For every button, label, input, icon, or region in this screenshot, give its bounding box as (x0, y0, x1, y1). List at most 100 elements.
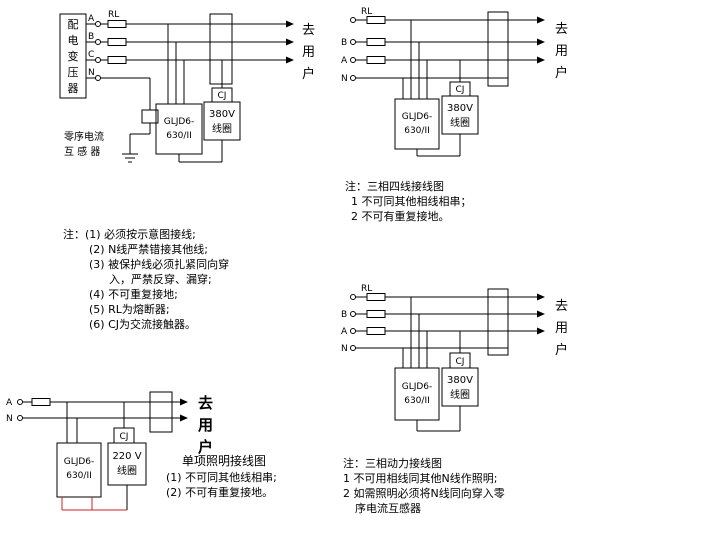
transformer-box: 配 电 变 压 器 (59, 13, 87, 99)
note-line: 2 如需照明必须将N线同向穿入零 (343, 487, 505, 500)
rl-fuse-label: RL (361, 284, 372, 294)
note-line: (1) 必须按示意图接线; (85, 228, 196, 241)
diagram-single-phase-lighting: A N 去 用 户 GLJD6- 630/II CJ 220 V 线圈 (6, 391, 213, 511)
phase-label: B (341, 310, 347, 320)
zero-sequence-ct (487, 11, 509, 87)
terminal-circles (350, 17, 356, 81)
note-line: 1 不可用相线同其他N线作照明; (343, 472, 498, 485)
phase-wires (353, 19, 537, 79)
bottom-red-wires (61, 497, 127, 511)
notes-general: 注： (1) 必须按示意图接线; (2) N线严禁错接其他线; (3) 被保护线… (63, 227, 229, 332)
coil-voltage-label: 380V (447, 375, 473, 386)
device-label: 630/II (66, 471, 92, 481)
device-label: GLJD6- (64, 457, 95, 467)
device-drop-wires (402, 20, 428, 99)
note-line: (2) 不可有重复接地。 (166, 486, 274, 499)
to-user-label-char: 去 (302, 23, 315, 38)
cj-contactor-box: CJ (113, 427, 135, 444)
device-label: 630/II (166, 131, 192, 141)
diagram-transformer-three-phase: 配 电 变 压 器 A B C N RL 去 用 户 GLJD6- 630/II (59, 10, 315, 163)
transformer-label-char: 变 (68, 49, 79, 63)
to-user-label-char: 户 (555, 65, 568, 81)
coil-voltage-label: 380V (447, 103, 473, 114)
note-line: 序电流互感器 (355, 502, 421, 515)
gljd6-box: GLJD6- 630/II (394, 98, 440, 150)
terminal-circles (17, 399, 23, 421)
coil-voltage-label: 220 V (112, 451, 141, 462)
zero-sequence-ct (209, 13, 233, 85)
transformer-label-char: 配 (68, 18, 79, 31)
coil-box: 380V 线圈 (441, 95, 479, 135)
note-line: (1) 不可同其他线相串; (166, 471, 277, 484)
to-user-label-char: 去 (198, 394, 213, 412)
bottom-join-wires (416, 406, 461, 432)
fuse (31, 398, 51, 406)
neutral-label: N (341, 74, 348, 84)
to-user-label-char: 用 (198, 416, 213, 434)
cj-label: CJ (456, 357, 465, 367)
to-user-label-char: 户 (198, 438, 213, 456)
note-line: (3) 被保护线必须扎紧同向穿 (89, 258, 230, 271)
neutral-label: N (341, 344, 348, 354)
cj-label: CJ (120, 432, 129, 442)
note-line: 2 不可有重复接地。 (351, 210, 450, 223)
fuses (366, 16, 386, 64)
neutral-label: N (88, 68, 95, 78)
transformer-label-char: 压 (68, 66, 79, 79)
to-user-label-char: 用 (555, 321, 568, 336)
ground-symbol (122, 153, 138, 163)
phase-label: C (88, 50, 94, 60)
neutral-wire-path (129, 78, 159, 154)
device-label: 630/II (404, 396, 430, 406)
cj-label: CJ (456, 85, 465, 95)
coil-label: 线圈 (117, 464, 137, 477)
phase-label: A (341, 327, 348, 337)
phase-wires (86, 23, 286, 79)
note-prefix: 注： (63, 228, 85, 241)
cj-contactor-box: CJ (449, 352, 471, 369)
note-line: (2) N线严禁错接其他线; (89, 243, 209, 256)
terminal-circles (350, 294, 356, 351)
arrows-to-user (180, 398, 188, 422)
coil-label: 线圈 (450, 116, 470, 129)
to-user-label-char: 用 (555, 44, 568, 59)
zero-sequence-ct (149, 391, 173, 433)
note-title: 注：三相四线接线图 (345, 180, 444, 193)
cj-contactor-box: CJ (211, 87, 233, 103)
zero-sequence-ct (487, 288, 509, 356)
notes-single-phase-lighting: 单项照明接线图 (1) 不可同其他线相串; (2) 不可有重复接地。 (166, 452, 277, 500)
to-user-label-char: 去 (555, 22, 568, 37)
fuses (366, 293, 386, 335)
fuses (107, 20, 127, 64)
device-label: GLJD6- (402, 112, 433, 122)
note-line: (6) CJ为交流接触器。 (89, 318, 197, 331)
diagram-title: 单项照明接线图 (182, 454, 267, 468)
gljd6-box: GLJD6- 630/II (155, 103, 203, 155)
device-label: GLJD6- (164, 117, 195, 127)
coil-box: 220 V 线圈 (107, 442, 147, 486)
arrows-to-user (537, 293, 545, 335)
coil-voltage-label: 380V (209, 109, 235, 120)
to-user-label-char: 户 (302, 66, 315, 82)
notes-three-phase-four-wire: 注：三相四线接线图 1 不可同其他相线相串； 2 不可有重复接地。 (345, 179, 472, 224)
bottom-join-wires (416, 134, 461, 157)
transformer-label-char: 器 (68, 82, 79, 95)
note-line: (5) RL为熔断器; (89, 303, 170, 316)
note-title: 注：三相动力接线图 (343, 457, 442, 470)
arrows-to-user (286, 20, 294, 64)
coil-box: 380V 线圈 (441, 367, 479, 407)
device-drop-wires (402, 297, 428, 368)
diagram-three-phase-four-wire: RL B A N GLJD6- 630/II CJ 380V 线圈 去 用 户 (341, 7, 568, 157)
device-drop-wires (167, 24, 185, 104)
rl-fuse-label: RL (108, 10, 119, 20)
rl-fuse-label: RL (361, 7, 372, 17)
coil-label: 线圈 (450, 388, 470, 401)
note-line: 1 不可同其他相线相串； (351, 195, 472, 208)
terminal-circles (95, 21, 101, 81)
phase-label: A (6, 398, 13, 408)
to-user-label-char: 户 (555, 342, 568, 358)
phase-label: A (88, 14, 95, 24)
phase-label: B (88, 32, 94, 42)
coil-label: 线圈 (212, 122, 232, 135)
